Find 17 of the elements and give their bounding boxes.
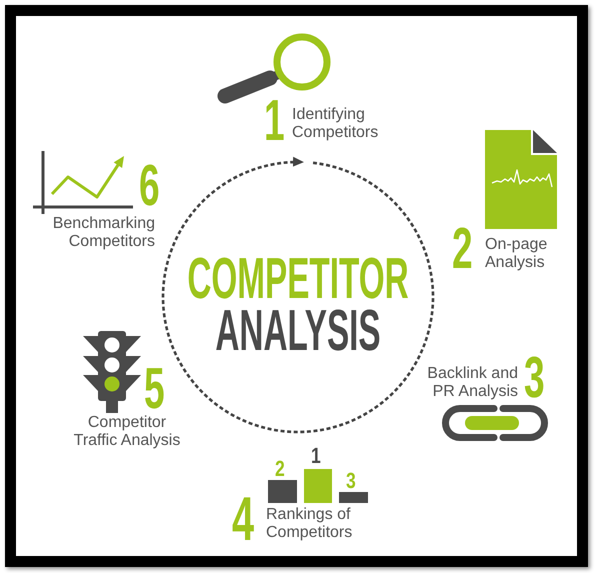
step-number: 2: [452, 226, 473, 272]
step-label: Competitor Traffic Analysis: [72, 414, 182, 450]
step-number: 1: [264, 98, 285, 144]
step-number: 5: [144, 366, 165, 412]
step-label: Benchmarking Competitors: [52, 215, 155, 251]
rank-number: 2: [275, 460, 285, 478]
step-number: 3: [524, 355, 545, 401]
title-text: ANALYSIS: [215, 308, 381, 354]
step-label: Identifying Competitors: [292, 106, 380, 142]
step-number: 6: [139, 163, 160, 209]
step-label: Rankings of Competitors: [266, 506, 354, 542]
rank-number: 1: [311, 447, 321, 465]
rank-number: 3: [346, 472, 356, 490]
step-number: 4: [232, 495, 254, 545]
step-label: Backlink and PR Analysis: [426, 365, 518, 401]
step-label: On-page Analysis: [485, 236, 548, 272]
title-text: COMPETITOR: [187, 256, 409, 302]
